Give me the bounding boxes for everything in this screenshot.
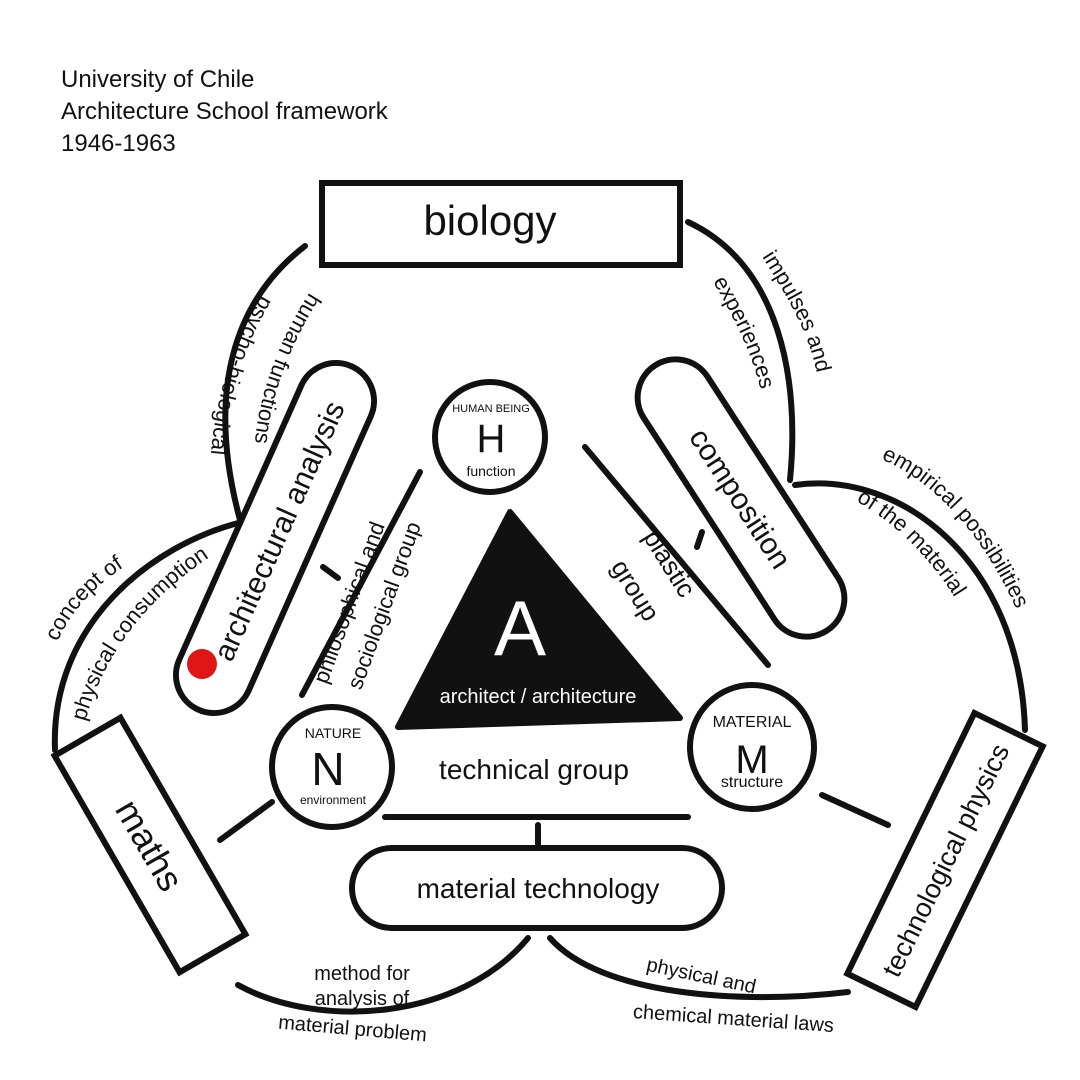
physical-arc [547, 935, 851, 1001]
method-label-3: material problem [277, 1012, 427, 1047]
analysis-tick [320, 564, 341, 581]
material-technology-label: material technology [417, 873, 660, 904]
material-letter: M [735, 738, 768, 782]
maths-connector [217, 799, 275, 843]
method-arc [235, 935, 531, 1015]
plastic-edge [582, 444, 771, 668]
human-letter: H [477, 417, 506, 461]
impulses-arc [685, 219, 796, 483]
title-line-3: 1946-1963 [61, 130, 176, 157]
title-block: University of Chile Architecture School … [61, 64, 388, 160]
nature-sub: environment [300, 793, 367, 807]
material-circle [687, 682, 817, 812]
experiences-label: experiences [709, 271, 781, 391]
nature-caption: NATURE [305, 725, 362, 741]
maths-box-group: maths [50, 713, 250, 977]
material-sub: structure [721, 774, 783, 791]
nature-circle [269, 704, 395, 830]
biology-box [319, 180, 683, 268]
composition-capsule [634, 356, 848, 640]
physics-box-group: technological physics [843, 709, 1047, 1011]
technical-label: technical group [439, 754, 629, 785]
method-label-1: method for [314, 963, 410, 985]
method-label-2: analysis of [315, 988, 410, 1010]
philosophical-edge [299, 469, 423, 698]
architectural-analysis-capsule [172, 359, 378, 717]
center-letter: A [494, 584, 546, 672]
center-label: architect / architecture [440, 686, 637, 708]
nature-node: NATURE N environment [269, 704, 395, 830]
title-line-1: University of Chile [61, 66, 255, 93]
human-caption: HUMAN BEING [452, 403, 530, 415]
material-caption: MATERIAL [713, 714, 792, 731]
human-node: HUMAN BEING H function [432, 379, 548, 495]
title-line-2: Architecture School framework [61, 98, 388, 125]
center-triangle [395, 509, 683, 730]
physical-label-2: chemical material laws [632, 1001, 834, 1037]
human-sub: function [466, 463, 515, 479]
human-circle [432, 379, 548, 495]
nature-letter: N [311, 743, 344, 795]
empirical-arc [792, 480, 1028, 733]
concept-arc [51, 519, 245, 753]
maths-box [50, 713, 250, 977]
biology-label: biology [423, 197, 556, 244]
experiences-text: experiences [709, 271, 781, 391]
psycho-biological-arc [222, 243, 308, 523]
physics-connector [819, 792, 891, 828]
composition-tick [694, 529, 705, 550]
material-technology-capsule [349, 845, 725, 931]
material-node: MATERIAL M structure [687, 682, 817, 812]
location-marker [187, 649, 217, 679]
technological-physics-box [843, 709, 1047, 1011]
